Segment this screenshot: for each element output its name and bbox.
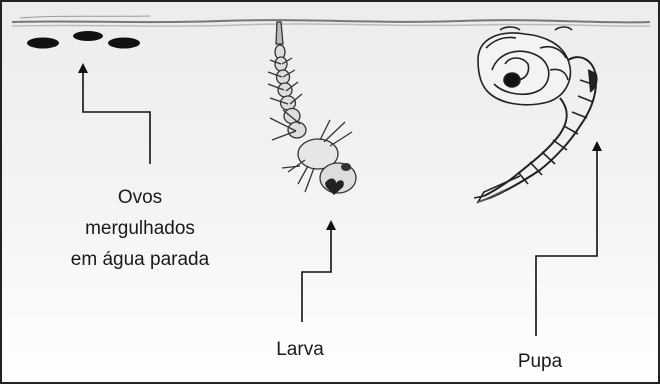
- label-eggs: Ovos mergulhados em água parada: [40, 182, 240, 275]
- egg: [108, 38, 140, 49]
- egg: [27, 38, 59, 49]
- egg: [73, 31, 103, 41]
- label-eggs-line3: em água parada: [40, 244, 240, 275]
- label-larva: Larva: [255, 340, 345, 359]
- label-pupa: Pupa: [495, 352, 585, 371]
- label-eggs-line2: mergulhados: [40, 213, 240, 244]
- label-eggs-line1: Ovos: [40, 182, 240, 213]
